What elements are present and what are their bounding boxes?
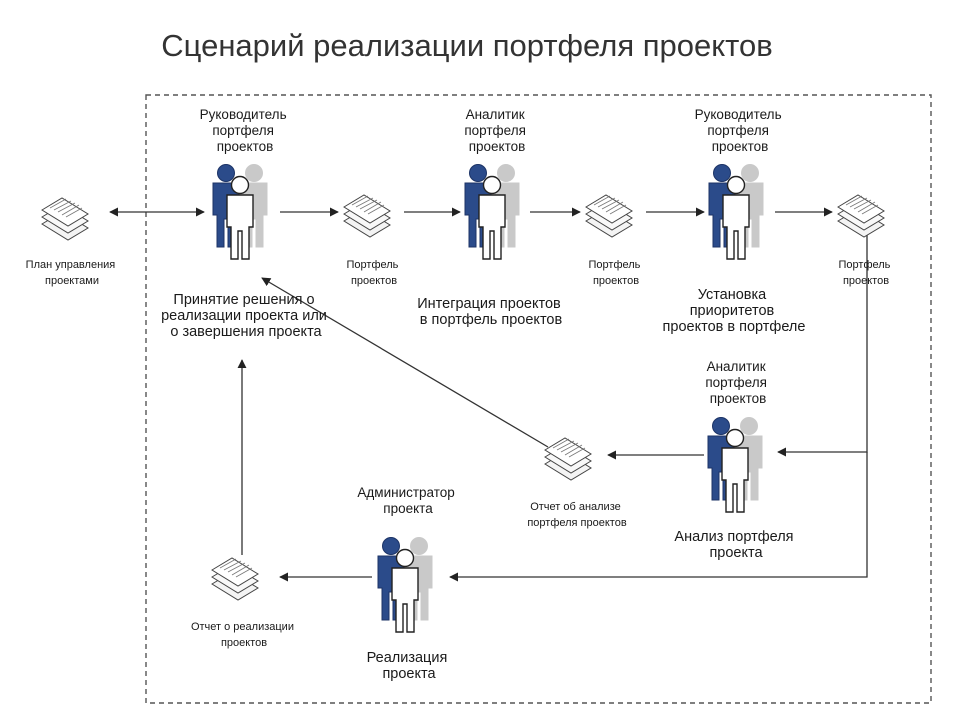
role-portfolio-analyst: Аналитик портфеля проектов <box>464 107 529 154</box>
activity-analysis: Анализ портфеля проекта <box>674 529 797 561</box>
role-portfolio-manager: Руководитель портфеля проектов <box>200 107 291 154</box>
analysis-report-label: Отчет об анализе портфеля проектов <box>527 501 627 529</box>
activity-prioritization: Установка приоритетов проектов в портфел… <box>663 287 806 335</box>
plan-document-label: План управления проектами <box>26 259 119 287</box>
implementation-report-label: Отчет о реализации проектов <box>191 621 297 649</box>
portfolio-document-icon <box>585 194 633 238</box>
portfolio-document-icon <box>343 194 391 238</box>
portfolio-analyst-people-icon <box>465 165 519 260</box>
portfolio-analyst-people-icon <box>708 418 762 513</box>
portfolio-manager-people-icon <box>213 165 267 260</box>
plan-document-icon <box>41 197 89 241</box>
role-project-admin: Администратор проекта <box>357 485 458 516</box>
role-portfolio-analyst: Аналитик портфеля проектов <box>705 359 770 406</box>
activity-integration: Интеграция проектов в портфель проектов <box>417 296 565 328</box>
page-title: Сценарий реализации портфеля проектов <box>161 28 772 63</box>
activity-implementation: Реализация проекта <box>367 650 452 682</box>
connectors <box>109 207 868 582</box>
portfolio-document-label: Портфель проектов <box>589 259 644 287</box>
analysis-report-document-icon <box>544 437 592 481</box>
portfolio-document-icon <box>837 194 885 238</box>
activity-decision: Принятие решения о реализации проекта ил… <box>161 292 331 340</box>
portfolio-document-label: Портфель проектов <box>347 259 402 287</box>
role-portfolio-manager: Руководитель портфеля проектов <box>695 107 786 154</box>
implementation-report-document-icon <box>211 557 259 601</box>
portfolio-document-label: Портфель проектов <box>839 259 894 287</box>
project-admin-people-icon <box>378 538 432 633</box>
scenario-frame <box>145 94 932 704</box>
portfolio-manager-people-icon <box>709 165 763 260</box>
